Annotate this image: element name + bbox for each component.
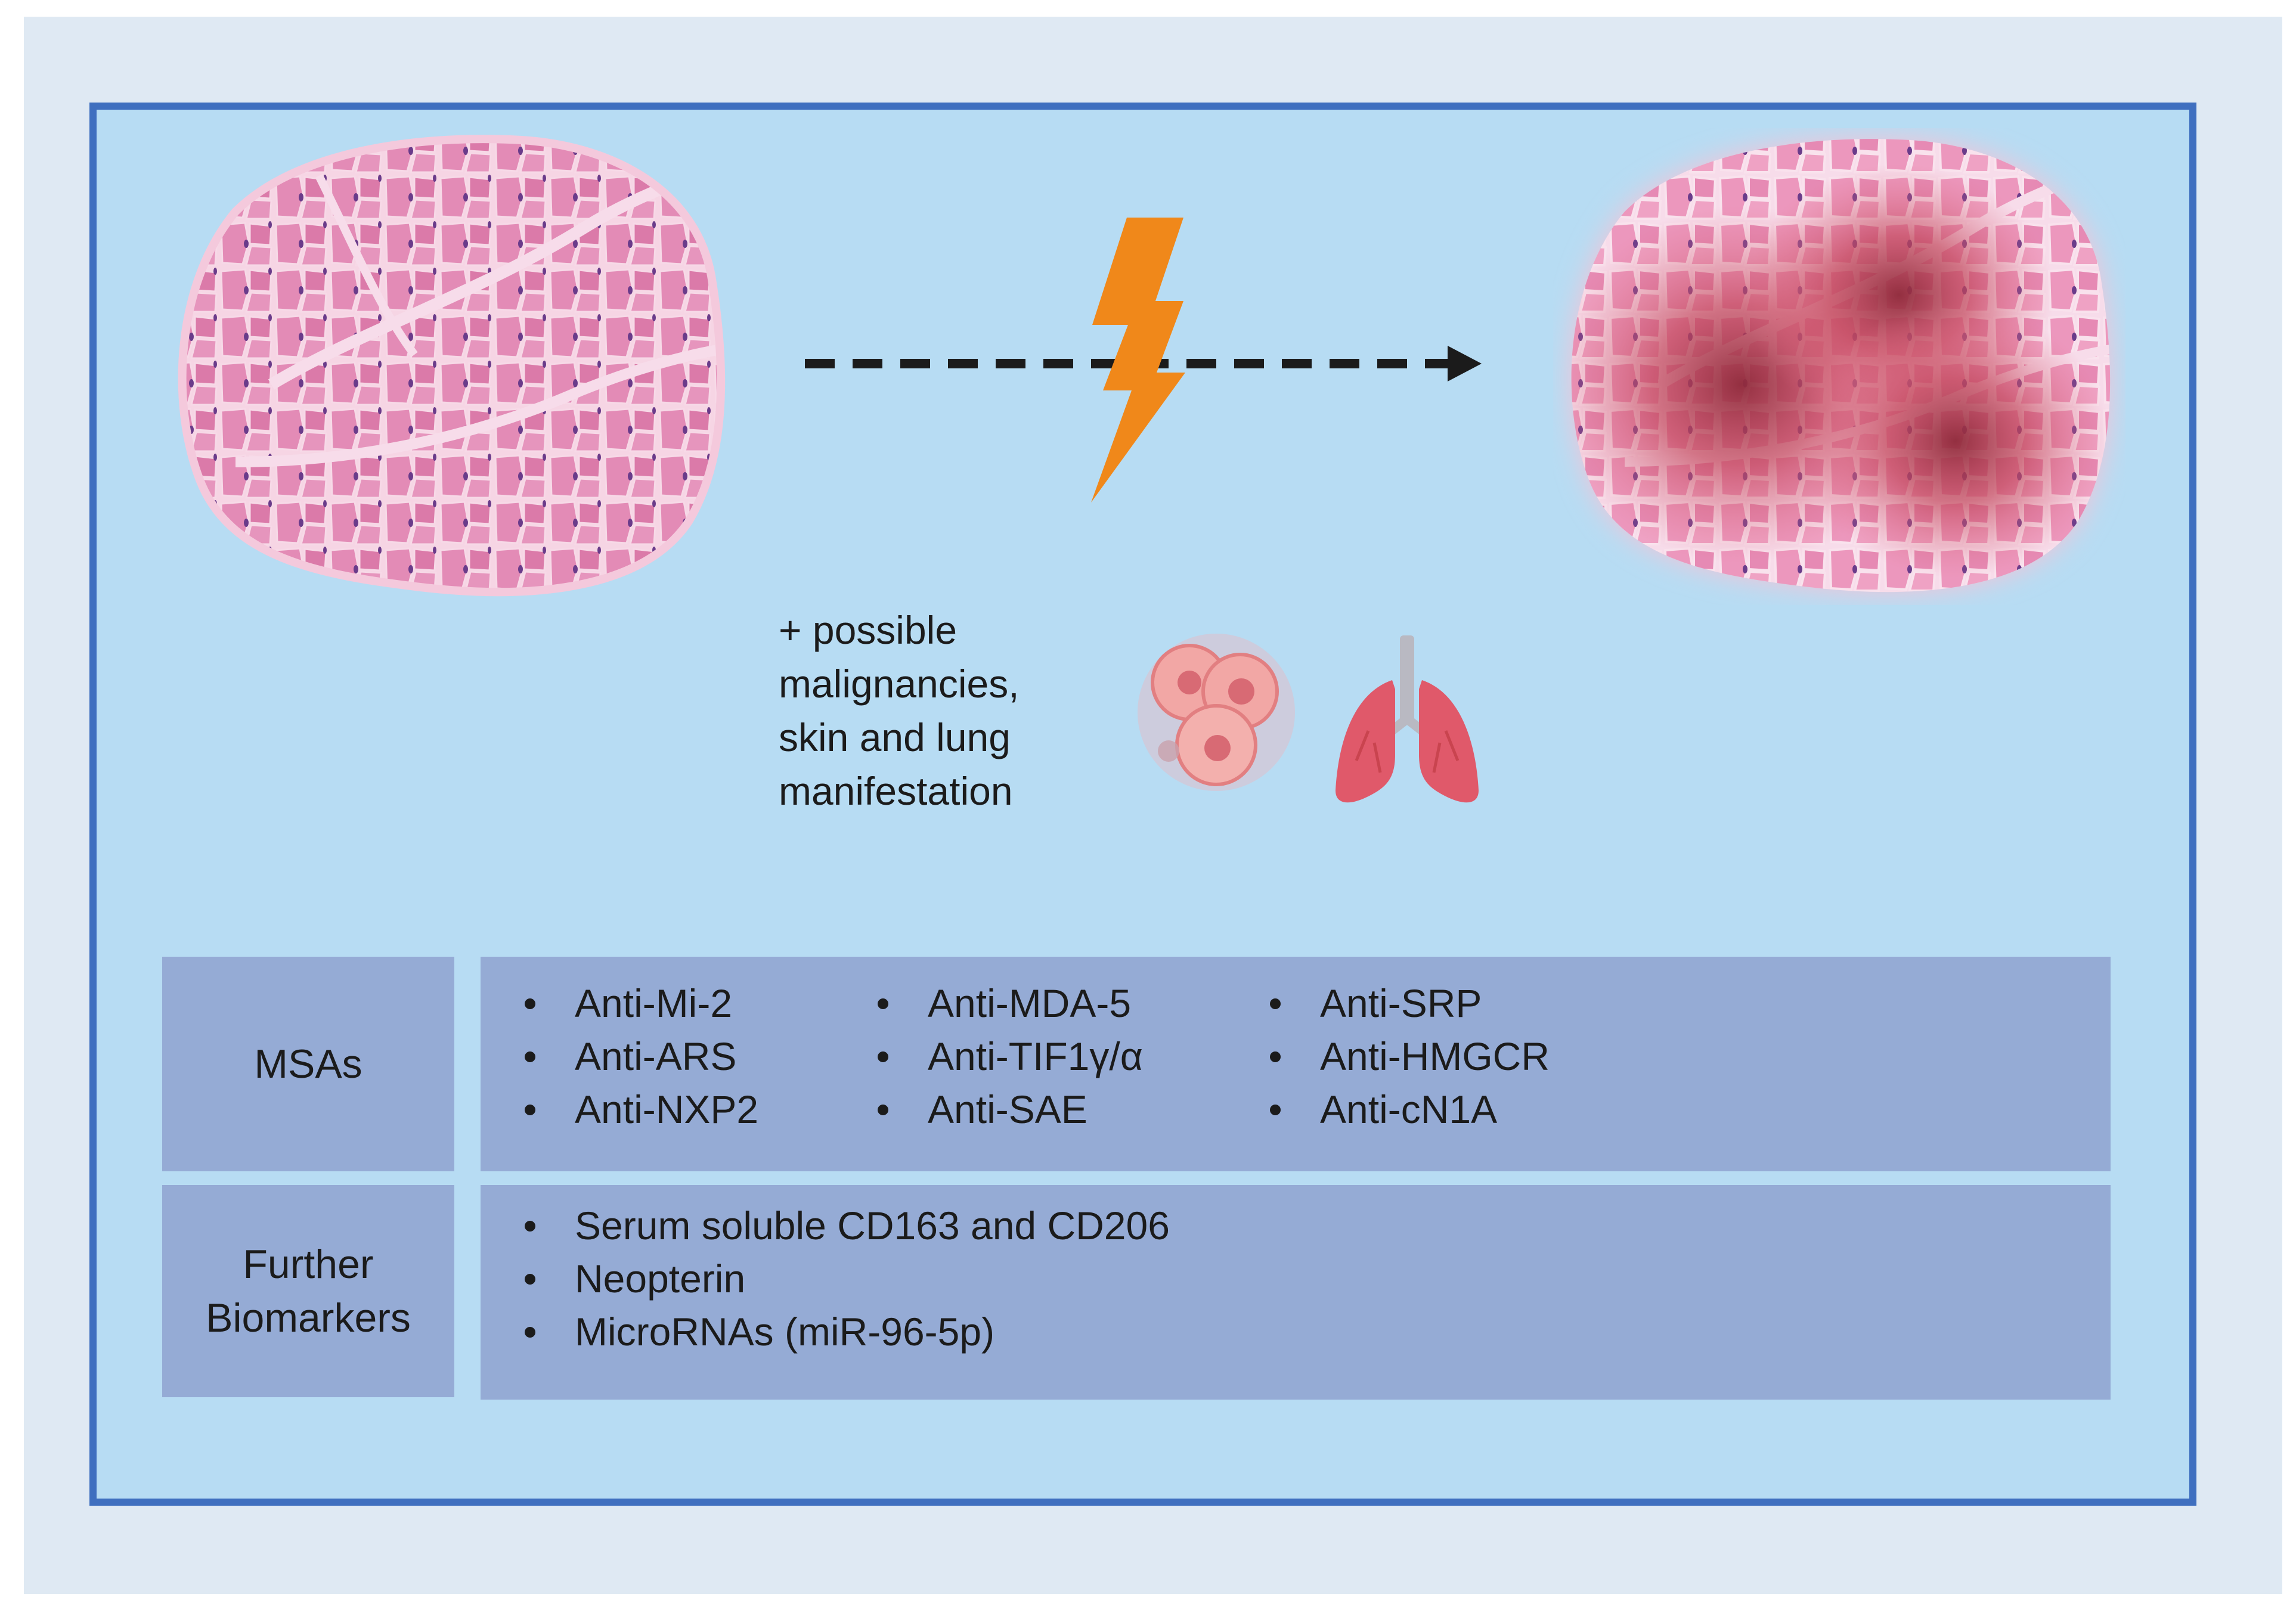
msa-column-3: Anti-SRP Anti-HMGCR Anti-cN1A (1270, 977, 1550, 1136)
note-line-1: + possible (779, 608, 958, 652)
list-item: MicroRNAs (miR-96-5p) (525, 1305, 1170, 1358)
further-biomarkers-list: Serum soluble CD163 and CD206 Neopterin … (525, 1199, 1170, 1358)
note-line-2: malignancies, (779, 662, 1020, 706)
list-item: Anti-HMGCR (1270, 1030, 1550, 1083)
further-biomarkers-content-cell: Serum soluble CD163 and CD206 Neopterin … (481, 1185, 2111, 1400)
lungs-icon (1333, 635, 1482, 811)
list-item: Neopterin (525, 1252, 1170, 1305)
list-item: Anti-ARS (525, 1030, 758, 1083)
further-biomarkers-label-line-1: Further (243, 1242, 374, 1287)
list-item: Anti-SAE (878, 1083, 1143, 1136)
list-item: Anti-SRP (1270, 977, 1550, 1030)
msa-column-2: Anti-MDA-5 Anti-TIF1γ/α Anti-SAE (878, 977, 1143, 1136)
list-item: Serum soluble CD163 and CD206 (525, 1199, 1170, 1252)
note-line-3: skin and lung (779, 715, 1011, 759)
list-item: Anti-cN1A (1270, 1083, 1550, 1136)
further-biomarkers-label-line-2: Biomarkers (206, 1295, 411, 1341)
msa-content-cell: Anti-Mi-2 Anti-ARS Anti-NXP2 Anti-MDA-5 … (481, 957, 2111, 1171)
lightning-bolt-icon (1085, 218, 1198, 507)
list-item: Anti-NXP2 (525, 1083, 758, 1136)
list-item: Anti-MDA-5 (878, 977, 1143, 1030)
tumor-cells-icon (1133, 626, 1300, 802)
list-item: Anti-Mi-2 (525, 977, 758, 1030)
healthy-muscle-tissue-icon (164, 128, 736, 605)
msa-label-cell: MSAs (162, 957, 454, 1171)
note-line-4: manifestation (779, 769, 1013, 813)
progression-arrow (805, 334, 1485, 396)
inflamed-muscle-tissue-icon (1553, 128, 2125, 605)
list-item: Anti-TIF1γ/α (878, 1030, 1143, 1083)
further-biomarkers-label-cell: Further Biomarkers (162, 1185, 454, 1397)
msa-label: MSAs (254, 1041, 362, 1087)
msa-column-1: Anti-Mi-2 Anti-ARS Anti-NXP2 (525, 977, 758, 1136)
comorbidity-note: + possible malignancies, skin and lung m… (779, 603, 1113, 818)
